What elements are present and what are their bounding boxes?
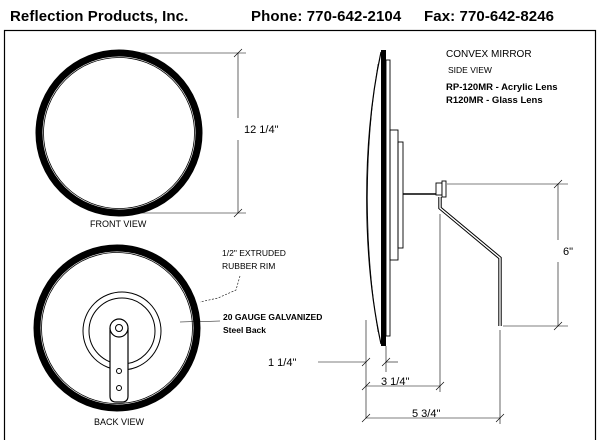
rim-callout-line1: 1/2" EXTRUDED (222, 248, 286, 258)
bracket-hole-upper (116, 368, 122, 374)
side-view (366, 50, 502, 346)
side-back-plate (389, 129, 399, 261)
overall-depth-label: 5 3/4" (412, 408, 440, 420)
diameter-dimension (119, 48, 246, 218)
bracket-height-label: 6" (563, 246, 573, 258)
side-back-plate-inner (397, 141, 404, 249)
back-mirror-inner-edge (41, 252, 193, 404)
side-lens-curve (366, 51, 382, 345)
rim-leader-line (199, 275, 241, 303)
front-view-label: FRONT VIEW (90, 219, 147, 229)
bracket-pivot-hole (115, 324, 123, 332)
bracket-hole-lower (116, 385, 122, 391)
overall-depth-dimension (361, 330, 505, 424)
side-lens (381, 50, 386, 346)
rim-depth-dimension (318, 320, 398, 418)
back-view-label: BACK VIEW (94, 417, 145, 427)
front-mirror-lens-edge (43, 57, 195, 209)
mount-offset-dimension (361, 214, 445, 392)
title-line2: SIDE VIEW (448, 65, 492, 75)
back-callout-line2: Steel Back (223, 325, 266, 335)
bracket-pivot (109, 318, 129, 338)
back-mirror-rim (33, 244, 201, 412)
back-callout-line1: 20 GAUGE GALVANIZED (223, 312, 322, 322)
title-line1: CONVEX MIRROR (446, 49, 532, 60)
rim-depth-label: 1 1/4" (268, 357, 296, 369)
diameter-label: 12 1/4" (244, 124, 279, 136)
title-line3: RP-120MR - Acrylic Lens (446, 82, 558, 93)
phone-number: Phone: 770-642-2104 (251, 8, 402, 25)
bracket-height-dimension (447, 179, 568, 331)
back-leader-line (179, 320, 221, 323)
front-view (35, 49, 203, 217)
mounting-bracket-back (109, 328, 129, 403)
side-steel-back (385, 59, 391, 337)
back-view (33, 244, 201, 412)
side-bolt-washer (441, 180, 447, 198)
mount-offset-label: 3 1/4" (381, 376, 409, 388)
company-name: Reflection Products, Inc. (10, 8, 189, 25)
side-lens-curve-inner (367, 63, 379, 333)
rim-callout-line2: RUBBER RIM (222, 261, 275, 271)
drawing-border (3, 29, 597, 440)
side-bracket-outline (439, 197, 501, 326)
title-line4: R120MR - Glass Lens (446, 95, 543, 106)
front-mirror-rim (35, 49, 203, 217)
side-bolt-nut (435, 182, 443, 196)
fax-number: Fax: 770-642-8246 (424, 8, 555, 25)
